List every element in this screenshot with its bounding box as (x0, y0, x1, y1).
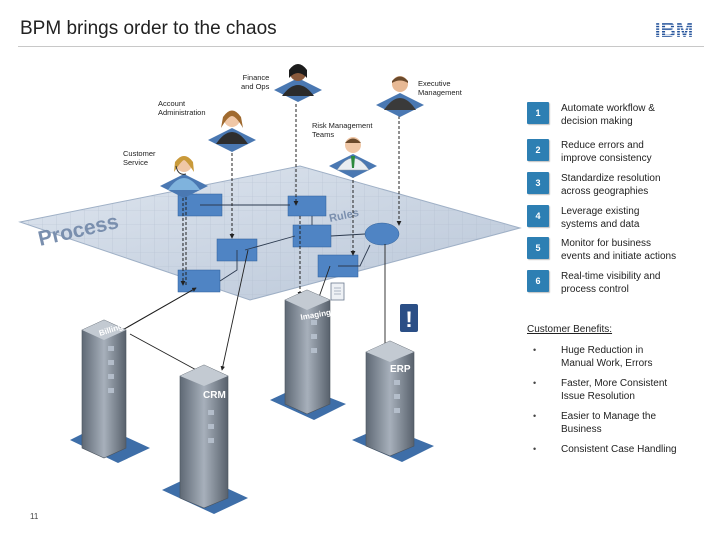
step-number-badge: 2 (527, 139, 549, 161)
alert-symbol: ! (405, 307, 412, 332)
process-plane (18, 165, 522, 301)
flow-oval (364, 222, 400, 246)
step-number-badge: 5 (527, 237, 549, 259)
ibm-logo: IBM (655, 19, 694, 40)
crm-label: CRM (203, 390, 226, 401)
document-icon (330, 282, 345, 301)
page-title: BPM brings order to the chaos (20, 18, 277, 39)
erp-label: ERP (390, 364, 411, 375)
benefit-text: Consistent Case Handling (561, 444, 677, 455)
page-number: 11 (30, 512, 39, 521)
erp-server: ERP (352, 340, 434, 462)
step-number-badge: 4 (527, 205, 549, 227)
step-text: Automate workflow &decision making (561, 103, 655, 127)
ibm-logo-text: IBM (655, 19, 694, 40)
bullet: • (533, 378, 537, 388)
step-number-badge: 1 (527, 102, 549, 124)
billing-server: Billing (70, 319, 150, 463)
risk-person-icon (329, 137, 377, 178)
bullet: • (533, 345, 537, 355)
header-divider (18, 46, 704, 47)
flow-box (287, 195, 327, 217)
benefits-heading: Customer Benefits: (527, 324, 613, 335)
flow-box (177, 269, 221, 293)
step-number-badge: 6 (527, 270, 549, 292)
step-item: 1 Automate workflow &decision making (527, 100, 717, 130)
executive-person-icon (376, 76, 424, 117)
account-person-icon (208, 110, 256, 152)
imaging-server: Imaging (270, 289, 346, 420)
finance-person-icon (274, 64, 322, 102)
bullet: • (533, 411, 537, 421)
customer-service-person-icon (160, 156, 208, 198)
step-number-badge: 3 (527, 172, 549, 194)
crm-server: CRM (162, 364, 248, 514)
alert-icon: ! (400, 304, 418, 332)
flow-box (292, 224, 332, 248)
bullet: • (533, 444, 537, 454)
